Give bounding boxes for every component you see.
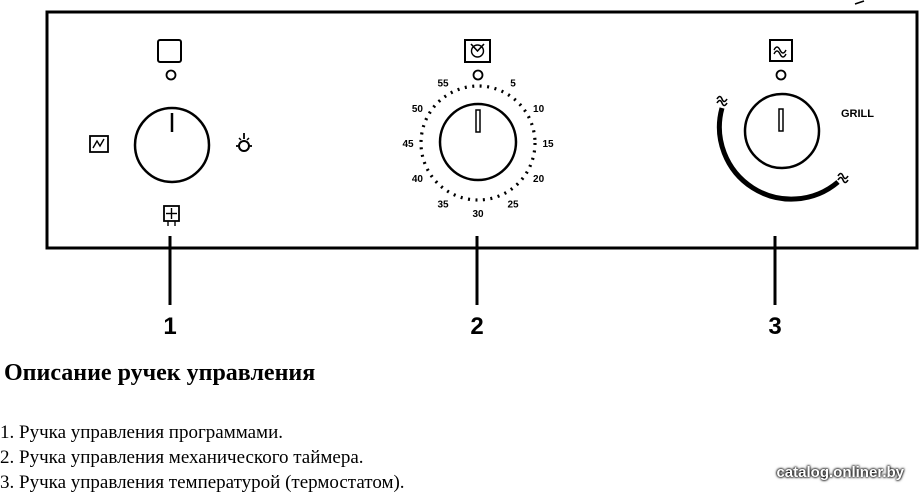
program-knob-group: 1 <box>89 39 252 340</box>
grill-label: GRILL <box>841 108 874 120</box>
timer-label-50: 50 <box>412 104 424 115</box>
clock-icon <box>464 39 491 63</box>
section-title: Описание ручек управления <box>4 360 316 386</box>
timer-knob[interactable] <box>438 102 518 182</box>
lamp-icon <box>236 133 252 152</box>
panel-top-mark <box>854 0 865 5</box>
program-knob[interactable] <box>133 106 211 184</box>
timer-label-45: 45 <box>402 139 414 150</box>
knob-number-1: 1 <box>163 313 176 340</box>
knob-number-2: 2 <box>470 313 483 340</box>
control-panel-diagram: 1 5 10 15 20 25 30 35 40 45 50 55 2 <box>45 0 919 340</box>
square-icon <box>157 39 182 63</box>
fan-icon <box>163 205 180 226</box>
grill-symbol-icon <box>837 172 849 184</box>
indicator-light-3 <box>775 69 787 81</box>
timer-label-15: 15 <box>542 139 554 150</box>
timer-label-30: 30 <box>472 209 484 220</box>
timer-label-5: 5 <box>510 78 516 89</box>
oven-element-icon <box>89 135 109 153</box>
timer-dial-labels: 5 10 15 20 25 30 35 40 45 50 55 <box>402 78 554 220</box>
timer-dial-ticks <box>419 84 537 202</box>
knob-number-3: 3 <box>768 313 781 340</box>
grill-symbol-icon <box>716 95 728 107</box>
thermostat-knob-group: GRILL 3 <box>716 39 874 340</box>
timer-label-25: 25 <box>507 200 519 211</box>
timer-label-40: 40 <box>412 174 424 185</box>
thermostat-knob-pointer <box>778 108 784 132</box>
list-item: 2. Ручка управления механического таймер… <box>0 447 364 468</box>
indicator-light-1 <box>165 69 177 81</box>
knob-description-list: 1. Ручка управления программами. 2. Ручк… <box>0 420 405 495</box>
timer-label-55: 55 <box>437 78 449 89</box>
list-item: 1. Ручка управления программами. <box>0 422 283 443</box>
watermark: catalog.onliner.by <box>776 464 904 481</box>
grill-icon <box>769 39 793 62</box>
control-panel <box>45 10 919 250</box>
timer-label-35: 35 <box>437 200 449 211</box>
timer-knob-pointer <box>475 109 481 133</box>
indicator-light-2 <box>472 69 484 81</box>
timer-knob-group: 5 10 15 20 25 30 35 40 45 50 55 2 <box>402 39 554 340</box>
list-item: 3. Ручка управления температурой (термос… <box>0 472 405 493</box>
timer-label-10: 10 <box>533 104 545 115</box>
thermostat-scale-arc <box>716 107 840 202</box>
timer-label-20: 20 <box>533 174 545 185</box>
